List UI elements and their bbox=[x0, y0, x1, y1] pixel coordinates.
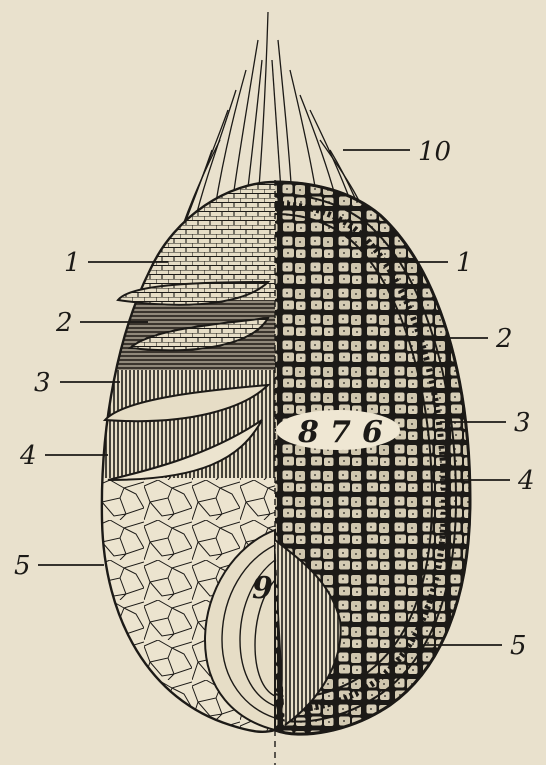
inner-label-6: 6 bbox=[362, 415, 383, 450]
inner-label-7: 7 bbox=[330, 415, 351, 450]
inner-labels: 8 7 6 bbox=[276, 410, 400, 450]
label-right-5: 5 bbox=[510, 631, 527, 661]
label-right-1: 1 bbox=[456, 248, 473, 278]
label-right-3: 3 bbox=[514, 408, 531, 438]
embryo-label-9: 9 bbox=[252, 571, 273, 606]
label-left-4: 4 bbox=[19, 441, 37, 471]
label-left-2: 2 bbox=[55, 308, 73, 338]
label-top-10: 10 bbox=[418, 137, 451, 167]
label-right-2: 2 bbox=[495, 324, 513, 354]
inner-label-8: 8 bbox=[297, 415, 319, 450]
label-right-4: 4 bbox=[517, 466, 535, 496]
label-left-1: 1 bbox=[64, 248, 81, 278]
label-left-3: 3 bbox=[34, 368, 51, 398]
label-left-5: 5 bbox=[14, 551, 31, 581]
